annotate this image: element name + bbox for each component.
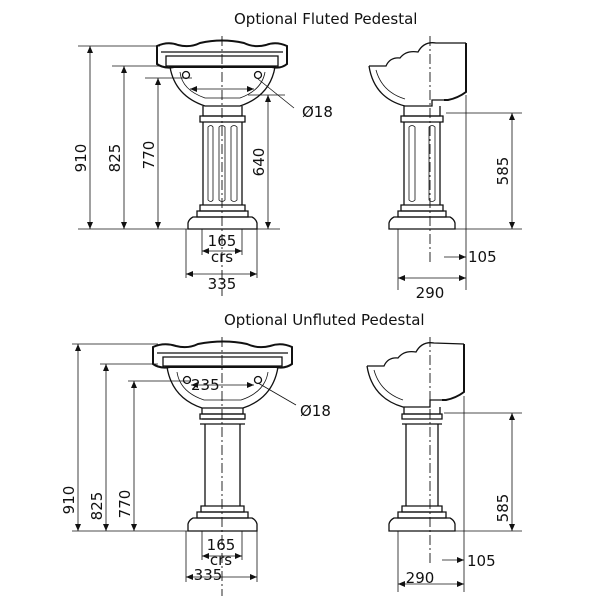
fluted-width-335: 335 bbox=[208, 275, 237, 293]
fluted-height-910: 910 bbox=[72, 144, 90, 173]
fluted-crs-label: crs bbox=[211, 248, 233, 266]
unfluted-crs-165: 165 bbox=[207, 536, 236, 554]
unfluted-tap-235: 235 bbox=[191, 376, 220, 394]
fluted-side-585: 585 bbox=[494, 157, 512, 186]
fluted-height-770: 770 bbox=[140, 141, 158, 170]
unfluted-width-335: 335 bbox=[194, 566, 223, 584]
unfluted-height-770: 770 bbox=[116, 490, 134, 519]
unfluted-side-585: 585 bbox=[494, 494, 512, 523]
fluted-height-825: 825 bbox=[106, 144, 124, 173]
unfluted-tap-hole-label: Ø18 bbox=[300, 402, 331, 420]
fluted-tap-hole-label: Ø18 bbox=[302, 103, 333, 121]
unfluted-height-910: 910 bbox=[60, 486, 78, 515]
fluted-side-view: 585 105 290 bbox=[368, 36, 522, 302]
unfluted-depth-290: 290 bbox=[406, 569, 435, 587]
fluted-height-640: 640 bbox=[250, 148, 268, 177]
fluted-title: Optional Fluted Pedestal bbox=[234, 10, 418, 28]
unfluted-side-view: 585 105 290 bbox=[366, 337, 522, 592]
fluted-depth-290: 290 bbox=[416, 284, 445, 302]
unfluted-title: Optional Unfluted Pedestal bbox=[224, 311, 425, 329]
fluted-depth-105: 105 bbox=[468, 248, 497, 266]
unfluted-front-view: 235 Ø18 165 crs 335 910 825 770 bbox=[60, 337, 331, 596]
unfluted-crs-label: crs bbox=[210, 551, 232, 569]
fluted-front-view: Ø18 165 crs 335 910 825 770 640 bbox=[72, 36, 333, 296]
unfluted-height-825: 825 bbox=[88, 492, 106, 521]
fluted-crs-165: 165 bbox=[208, 232, 237, 250]
unfluted-depth-105: 105 bbox=[467, 552, 496, 570]
